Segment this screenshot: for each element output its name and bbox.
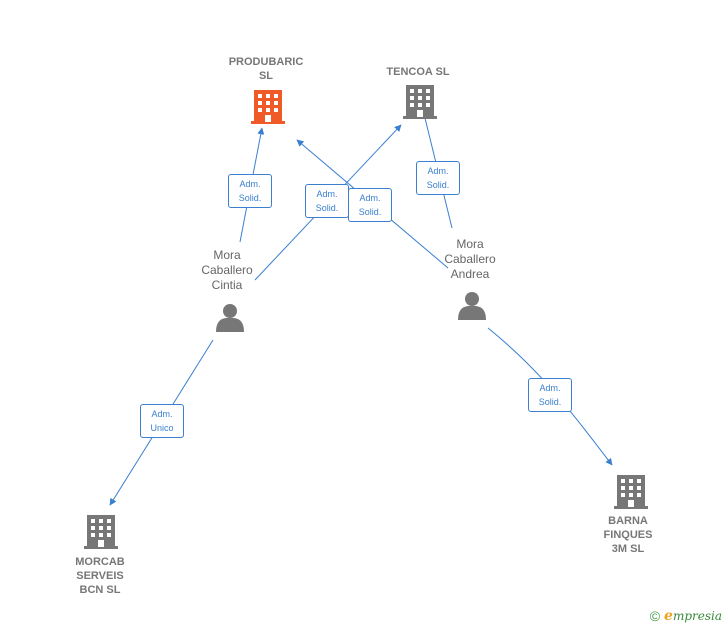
edge-label-cintia-produbaric: Adm. Solid.	[228, 174, 272, 208]
person-label-andrea[interactable]: Mora Caballero Andrea	[444, 237, 496, 281]
edge-label-cintia-morcab: Adm. Unico	[140, 404, 184, 438]
building-icon[interactable]	[251, 90, 285, 124]
copyright-icon: ©	[649, 608, 661, 624]
building-icon[interactable]	[614, 475, 648, 509]
company-label-morcab[interactable]: MORCAB SERVEIS BCN SL	[75, 556, 125, 596]
edge-label-andrea-barna: Adm. Solid.	[528, 378, 572, 412]
edge-label-cintia-tencoa: Adm. Solid.	[305, 184, 349, 218]
company-label-barna[interactable]: BARNA FINQUES 3M SL	[603, 515, 653, 555]
building-icon[interactable]	[403, 85, 437, 119]
company-label-tencoa[interactable]: TENCOA SL	[386, 66, 450, 78]
brand-logo[interactable]: empresia	[664, 608, 722, 624]
building-icon[interactable]	[84, 515, 118, 549]
person-icon[interactable]	[216, 304, 244, 332]
company-label-produbaric[interactable]: PRODUBARIC SL	[228, 56, 304, 82]
footer-brand: © empresia	[650, 608, 722, 624]
person-label-cintia[interactable]: Mora Caballero Cintia	[201, 248, 253, 292]
edge-label-andrea-tencoa: Adm. Solid.	[416, 161, 460, 195]
edge-label-andrea-produbaric: Adm. Solid.	[348, 188, 392, 222]
person-icon[interactable]	[458, 292, 486, 320]
